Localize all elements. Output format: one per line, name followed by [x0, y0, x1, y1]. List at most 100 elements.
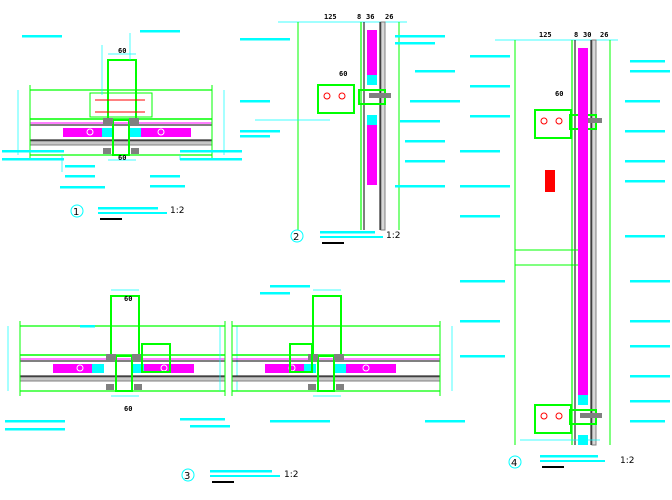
detail-1-gasket [103, 148, 111, 154]
annotation-text [395, 185, 445, 188]
annotation-text [190, 425, 230, 428]
annotation-text [80, 325, 95, 328]
annotation-text [60, 186, 105, 189]
detail-1-spacer-hole [86, 128, 94, 136]
detail-4-callout-circle [508, 455, 522, 469]
detail-4-stone-layer [591, 39, 597, 446]
detail-2-callout-circle [290, 229, 304, 243]
dim-4-d: 26 [600, 31, 608, 39]
detail-1-bracket [89, 92, 153, 118]
annotation-text [625, 130, 665, 133]
detail-4-spacer [578, 395, 588, 405]
annotation-text [630, 375, 670, 378]
detail-2-number: 2 [293, 232, 299, 243]
annotation-text [240, 135, 270, 138]
dim-4-b: 8 [574, 31, 578, 39]
detail-2-stone-layer [380, 21, 386, 231]
detail-3-left-glass-spacer-left [53, 364, 103, 373]
detail-2-bracket [317, 84, 355, 114]
annotation-text [470, 85, 510, 88]
annotation-text [260, 292, 290, 295]
detail-4-subtitle [542, 466, 564, 468]
detail-3-left-pressure-plate [115, 355, 133, 392]
annotation-text [400, 120, 440, 123]
detail-3-right-gasket [336, 384, 344, 390]
detail-3-right-spacer-hole [362, 364, 370, 372]
annotation-text [470, 115, 510, 118]
annotation-text [625, 180, 665, 183]
detail-2-title [320, 231, 375, 234]
annotation-text [625, 100, 660, 103]
annotation-text [405, 140, 445, 143]
dim-2-a: 125 [324, 13, 337, 21]
detail-3-left-spacer-hole [76, 364, 84, 372]
detail-1-glass-spacer-left [63, 128, 113, 137]
annotation-text [630, 345, 670, 348]
detail-3-subtitle [212, 481, 234, 483]
detail-4-glass-spacer [578, 48, 588, 398]
annotation-text [460, 280, 505, 283]
annotation-text [410, 100, 460, 103]
detail-3-scale: 1:2 [284, 470, 298, 480]
detail-3-right-gasket [308, 384, 316, 390]
dim-2-b: 8 [357, 13, 361, 21]
annotation-text [460, 355, 505, 358]
annotation-text [180, 150, 242, 153]
annotation-text [630, 280, 670, 283]
detail-4-pressure-plate [580, 118, 602, 123]
dim-4-e: 60 [555, 90, 563, 98]
detail-4-title [540, 455, 598, 458]
detail-2-bolt [338, 92, 346, 100]
detail-3-right-spacer-right [334, 364, 346, 373]
annotation-text [630, 70, 670, 73]
dim-3-top: 60 [124, 295, 132, 303]
detail-4-title-underline [540, 460, 605, 462]
detail-3-right-gasket [334, 354, 344, 360]
detail-4-bracket [534, 109, 572, 139]
detail-1-subtitle [100, 218, 122, 220]
dim-4-c: 30 [583, 31, 591, 39]
detail-1-scale: 1:2 [170, 206, 184, 216]
detail-2-scale: 1:2 [386, 231, 400, 241]
annotation-text [2, 158, 64, 161]
dim-1-bottom: 60 [118, 154, 126, 162]
detail-3-left-spacer-right [132, 364, 144, 373]
annotation-text [5, 420, 65, 423]
detail-1-spacer-left [102, 128, 114, 137]
detail-2-glass-spacer [367, 125, 377, 185]
detail-3-left-stone-layer [19, 376, 226, 382]
annotation-text [460, 150, 500, 153]
detail-4-scale: 1:2 [620, 456, 634, 466]
annotation-text [150, 175, 180, 178]
annotation-text [630, 400, 670, 403]
detail-2-glass-spacer [367, 30, 377, 78]
detail-4-bolt [555, 412, 563, 420]
annotation-text [65, 175, 95, 178]
detail-3-left-frame [141, 343, 171, 373]
annotation-text [630, 420, 665, 423]
annotation-text [180, 158, 242, 161]
detail-3-right-frame [289, 343, 313, 373]
detail-3-left-gasket [106, 354, 116, 360]
detail-3-title [210, 470, 272, 473]
detail-3-right-pressure-plate [317, 355, 335, 392]
detail-1-number: 1 [73, 207, 79, 218]
annotation-text [425, 420, 465, 423]
detail-1-title [98, 207, 158, 210]
annotation-text [240, 130, 280, 133]
annotation-text [460, 320, 500, 323]
annotation-text [470, 55, 510, 58]
detail-1-glass-spacer-right [141, 128, 191, 137]
detail-2-pressure-plate [369, 93, 391, 98]
annotation-text [270, 420, 330, 423]
annotation-text [140, 30, 180, 33]
detail-3-left-spacer-left [92, 364, 104, 373]
annotation-text [395, 35, 445, 38]
detail-1-stone-layer [29, 140, 213, 146]
detail-4-number: 4 [511, 458, 517, 469]
detail-1-title-underline [98, 212, 167, 214]
detail-2-title-underline [320, 236, 383, 238]
detail-1-gasket [129, 118, 139, 124]
dim-4-a: 125 [539, 31, 552, 39]
